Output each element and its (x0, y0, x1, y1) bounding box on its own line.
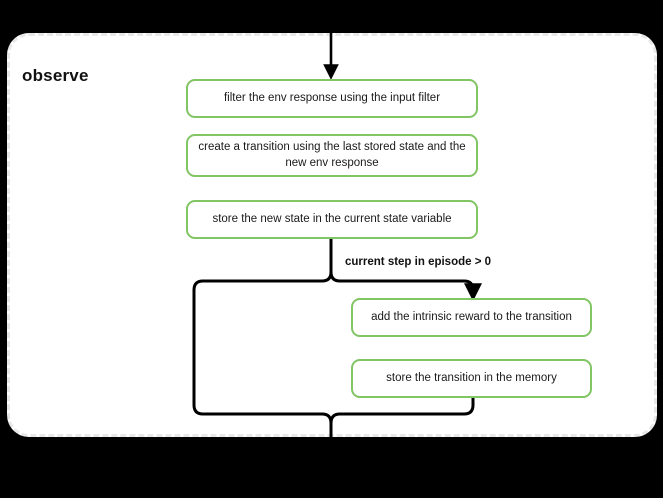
node-label: filter the env response using the input … (223, 91, 441, 104)
node-create-transition[interactable]: create a transition using the last store… (186, 134, 478, 177)
node-add-intrinsic-reward[interactable]: add the intrinsic reward to the transiti… (351, 298, 592, 337)
node-label: create a transition using the last store… (198, 141, 466, 169)
scope-title: observe (22, 66, 89, 85)
node-filter-env-response[interactable]: filter the env response using the input … (186, 79, 478, 118)
node-label: store the new state in the current state… (212, 212, 452, 225)
node-label: store the transition in the memory (386, 371, 557, 384)
edge-label-condition: current step in episode > 0 (345, 256, 492, 268)
node-store-new-state[interactable]: store the new state in the current state… (186, 200, 478, 239)
node-store-transition-memory[interactable]: store the transition in the memory (351, 359, 592, 398)
node-label: add the intrinsic reward to the transiti… (371, 310, 572, 323)
